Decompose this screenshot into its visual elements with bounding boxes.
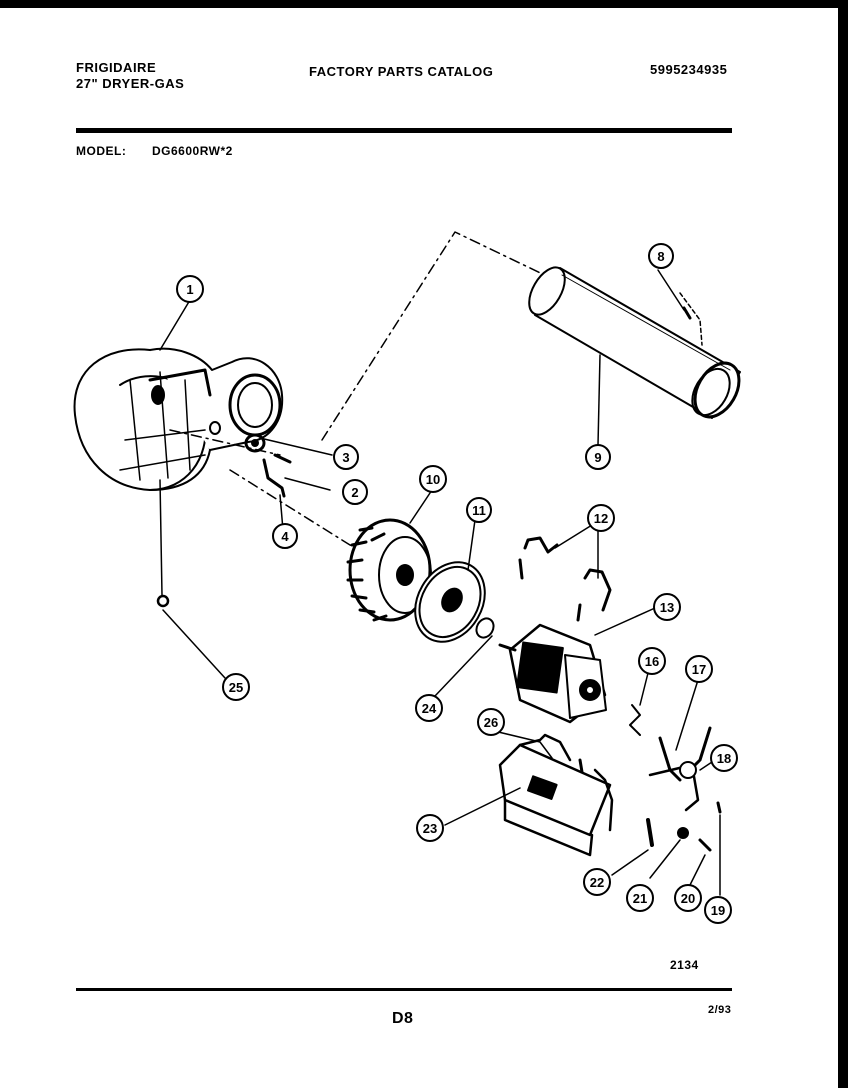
model-value: DG6600RW*2 bbox=[152, 144, 233, 158]
callout-2: 2 bbox=[351, 485, 358, 500]
callout-23: 23 bbox=[423, 821, 437, 836]
callout-25: 25 bbox=[229, 680, 243, 695]
catalog-title: FACTORY PARTS CATALOG bbox=[309, 64, 494, 79]
callout-11: 11 bbox=[472, 503, 486, 518]
scan-border-right bbox=[838, 0, 848, 1088]
motor-mount-bracket bbox=[444, 729, 614, 857]
callout-18: 18 bbox=[717, 751, 731, 766]
callout-circles bbox=[176, 243, 738, 924]
drive-motor bbox=[498, 607, 656, 724]
callout-22: 22 bbox=[590, 875, 604, 890]
callout-13: 13 bbox=[660, 600, 674, 615]
callout-4: 4 bbox=[281, 529, 289, 544]
revision-date: 2/93 bbox=[708, 1004, 732, 1016]
header-rule bbox=[76, 128, 732, 133]
diagram-number: 2134 bbox=[670, 958, 699, 972]
model-label: MODEL: bbox=[76, 144, 127, 158]
page-code: D8 bbox=[392, 1010, 414, 1027]
footer-rule bbox=[76, 988, 732, 991]
exhaust-duct bbox=[528, 266, 741, 446]
callout-9: 9 bbox=[594, 450, 601, 465]
brand-name: FRIGIDAIRE bbox=[76, 60, 157, 75]
idler-switch-assembly bbox=[629, 664, 716, 812]
callout-8: 8 bbox=[657, 249, 664, 264]
callout-26: 26 bbox=[484, 715, 498, 730]
blower-wheel bbox=[346, 489, 433, 622]
scan-border-top bbox=[0, 0, 848, 8]
catalog-number: 5995234935 bbox=[650, 62, 728, 77]
small-hardware bbox=[156, 594, 722, 896]
callout-1: 1 bbox=[186, 282, 193, 297]
callout-24: 24 bbox=[422, 701, 437, 716]
callout-21: 21 bbox=[633, 891, 647, 906]
callout-10: 10 bbox=[426, 472, 440, 487]
callout-20: 20 bbox=[681, 891, 695, 906]
clamp-and-screw bbox=[244, 433, 292, 498]
callout-labels: 1 2 3 4 8 9 10 11 12 13 16 17 18 19 20 2… bbox=[186, 249, 731, 918]
callout-16: 16 bbox=[645, 654, 659, 669]
motor-clips bbox=[518, 524, 612, 622]
callout-3: 3 bbox=[342, 450, 349, 465]
callout-17: 17 bbox=[692, 662, 706, 677]
blower-housing bbox=[73, 347, 284, 491]
product-name: 27" DRYER-GAS bbox=[76, 76, 185, 91]
callout-19: 19 bbox=[711, 903, 725, 918]
drive-pulley bbox=[414, 519, 495, 697]
callout-12: 12 bbox=[594, 511, 608, 526]
